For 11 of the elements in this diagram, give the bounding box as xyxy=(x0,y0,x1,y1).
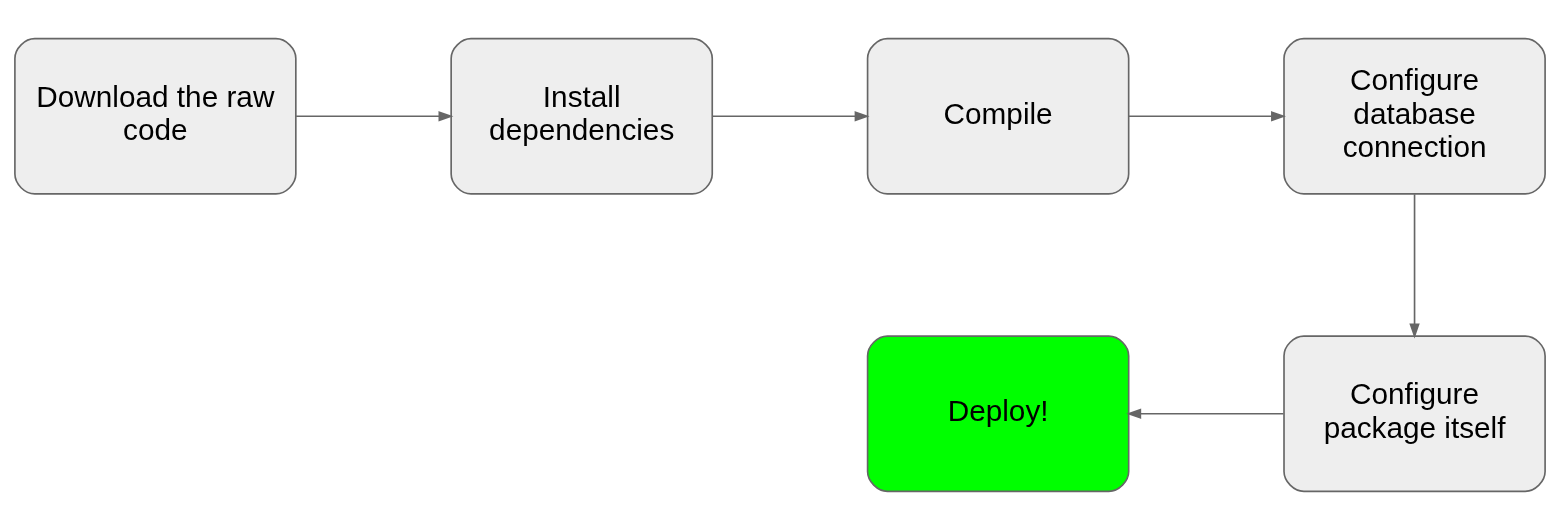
arrow xyxy=(295,111,454,122)
node-box: Deploy! xyxy=(866,335,1130,493)
arrow xyxy=(711,111,870,122)
arrow xyxy=(1126,408,1285,419)
node-box: Download the raw code xyxy=(14,37,297,195)
node-box: Install dependencies xyxy=(450,37,714,195)
node-box: Compile xyxy=(866,37,1130,195)
arrow xyxy=(1409,193,1420,339)
arrow xyxy=(1127,111,1286,122)
node-box: Configure package itself xyxy=(1283,335,1546,493)
node-box: Configure database connection xyxy=(1283,37,1546,195)
